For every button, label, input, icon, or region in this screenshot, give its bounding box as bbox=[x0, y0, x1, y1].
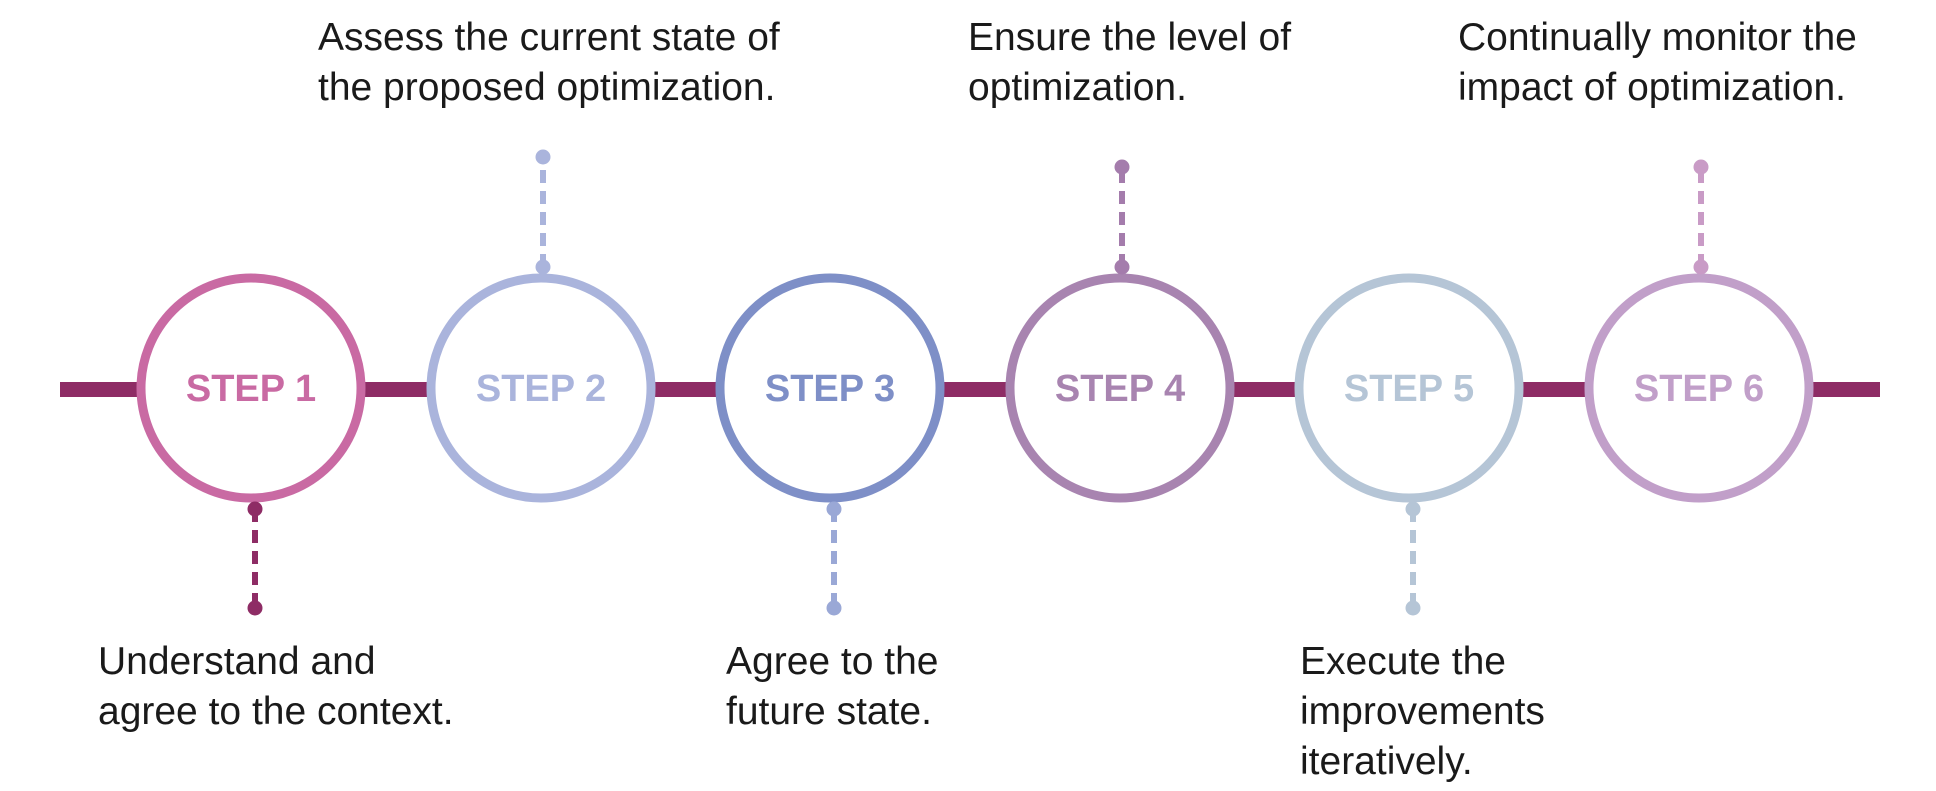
step-6-circle bbox=[1584, 273, 1814, 503]
connector-dot bbox=[247, 501, 263, 517]
step-4-circle bbox=[1005, 273, 1235, 503]
step-4: STEP 4 bbox=[1005, 159, 1235, 503]
step-5-circle bbox=[1294, 273, 1524, 503]
step-4-label: STEP 4 bbox=[1055, 368, 1185, 410]
step-1-description: Understand and agree to the context. bbox=[98, 640, 454, 733]
step-2-label: STEP 2 bbox=[476, 368, 606, 410]
connector-dot bbox=[1114, 259, 1130, 275]
step-1-circle bbox=[136, 273, 366, 503]
step-2-circle bbox=[426, 273, 656, 503]
step-5: STEP 5 bbox=[1294, 273, 1524, 616]
step-3-circle bbox=[715, 273, 945, 503]
step-3-label: STEP 3 bbox=[765, 368, 895, 410]
step-2-connector bbox=[535, 149, 551, 275]
connector-dot bbox=[826, 501, 842, 517]
step-1-connector bbox=[247, 501, 263, 616]
step-5-label: STEP 5 bbox=[1344, 368, 1474, 410]
connector-dot bbox=[826, 600, 842, 616]
step-2: STEP 2 bbox=[426, 149, 656, 503]
step-3: STEP 3 bbox=[715, 273, 945, 616]
step-6-connector bbox=[1693, 159, 1709, 275]
step-6: STEP 6 bbox=[1584, 159, 1814, 503]
step-1-label: STEP 1 bbox=[186, 368, 316, 410]
step-4-description: Ensure the level of optimization. bbox=[968, 16, 1292, 109]
connector-dot bbox=[1693, 159, 1709, 175]
connector-dot bbox=[1405, 501, 1421, 517]
connector-dot bbox=[1405, 600, 1421, 616]
connector-dot bbox=[535, 259, 551, 275]
step-1: STEP 1 bbox=[136, 273, 366, 616]
step-3-connector bbox=[826, 501, 842, 616]
step-5-connector bbox=[1405, 501, 1421, 616]
connector-dot bbox=[535, 149, 551, 165]
step-2-description: Assess the current state of the proposed… bbox=[318, 16, 780, 109]
step-4-connector bbox=[1114, 159, 1130, 275]
connector-dot bbox=[247, 600, 263, 616]
step-3-description: Agree to the future state. bbox=[726, 640, 939, 733]
step-5-description: Execute the improvements iteratively. bbox=[1300, 640, 1545, 783]
connector-dot bbox=[1693, 259, 1709, 275]
step-6-label: STEP 6 bbox=[1634, 368, 1764, 410]
connector-dot bbox=[1114, 159, 1130, 175]
step-6-description: Continually monitor the impact of optimi… bbox=[1458, 16, 1857, 109]
